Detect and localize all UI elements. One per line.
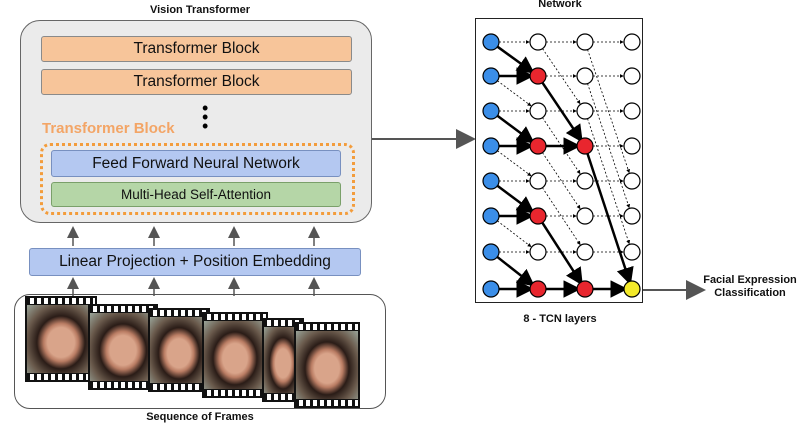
video-frame — [148, 308, 210, 392]
tcn-caption: 8 - TCN layers — [523, 313, 597, 325]
transformer-block-2: Transformer Block — [41, 69, 352, 95]
multi-head-attention-block: Multi-Head Self-Attention — [51, 182, 341, 207]
output-label-line2: Classification — [714, 287, 786, 299]
tcn-frame — [475, 18, 643, 303]
linear-projection-embedding-block: Linear Projection + Position Embedding — [29, 248, 361, 276]
expanded-transformer-block-label: Transformer Block — [42, 120, 175, 137]
video-frame — [202, 312, 268, 398]
frames-caption: Sequence of Frames — [146, 411, 254, 423]
vit-title: Vision Transformer — [149, 4, 251, 16]
expanded-transformer-block-outline — [40, 143, 355, 215]
video-frame — [294, 322, 360, 408]
transformer-block-1: Transformer Block — [41, 36, 352, 62]
output-label-line1: Facial Expression — [703, 274, 797, 286]
tcn-title: Network — [538, 0, 582, 10]
video-frame — [25, 296, 97, 382]
ellipsis-dots: ••• — [202, 98, 209, 136]
feed-forward-network-block: Feed Forward Neural Network — [51, 150, 341, 177]
